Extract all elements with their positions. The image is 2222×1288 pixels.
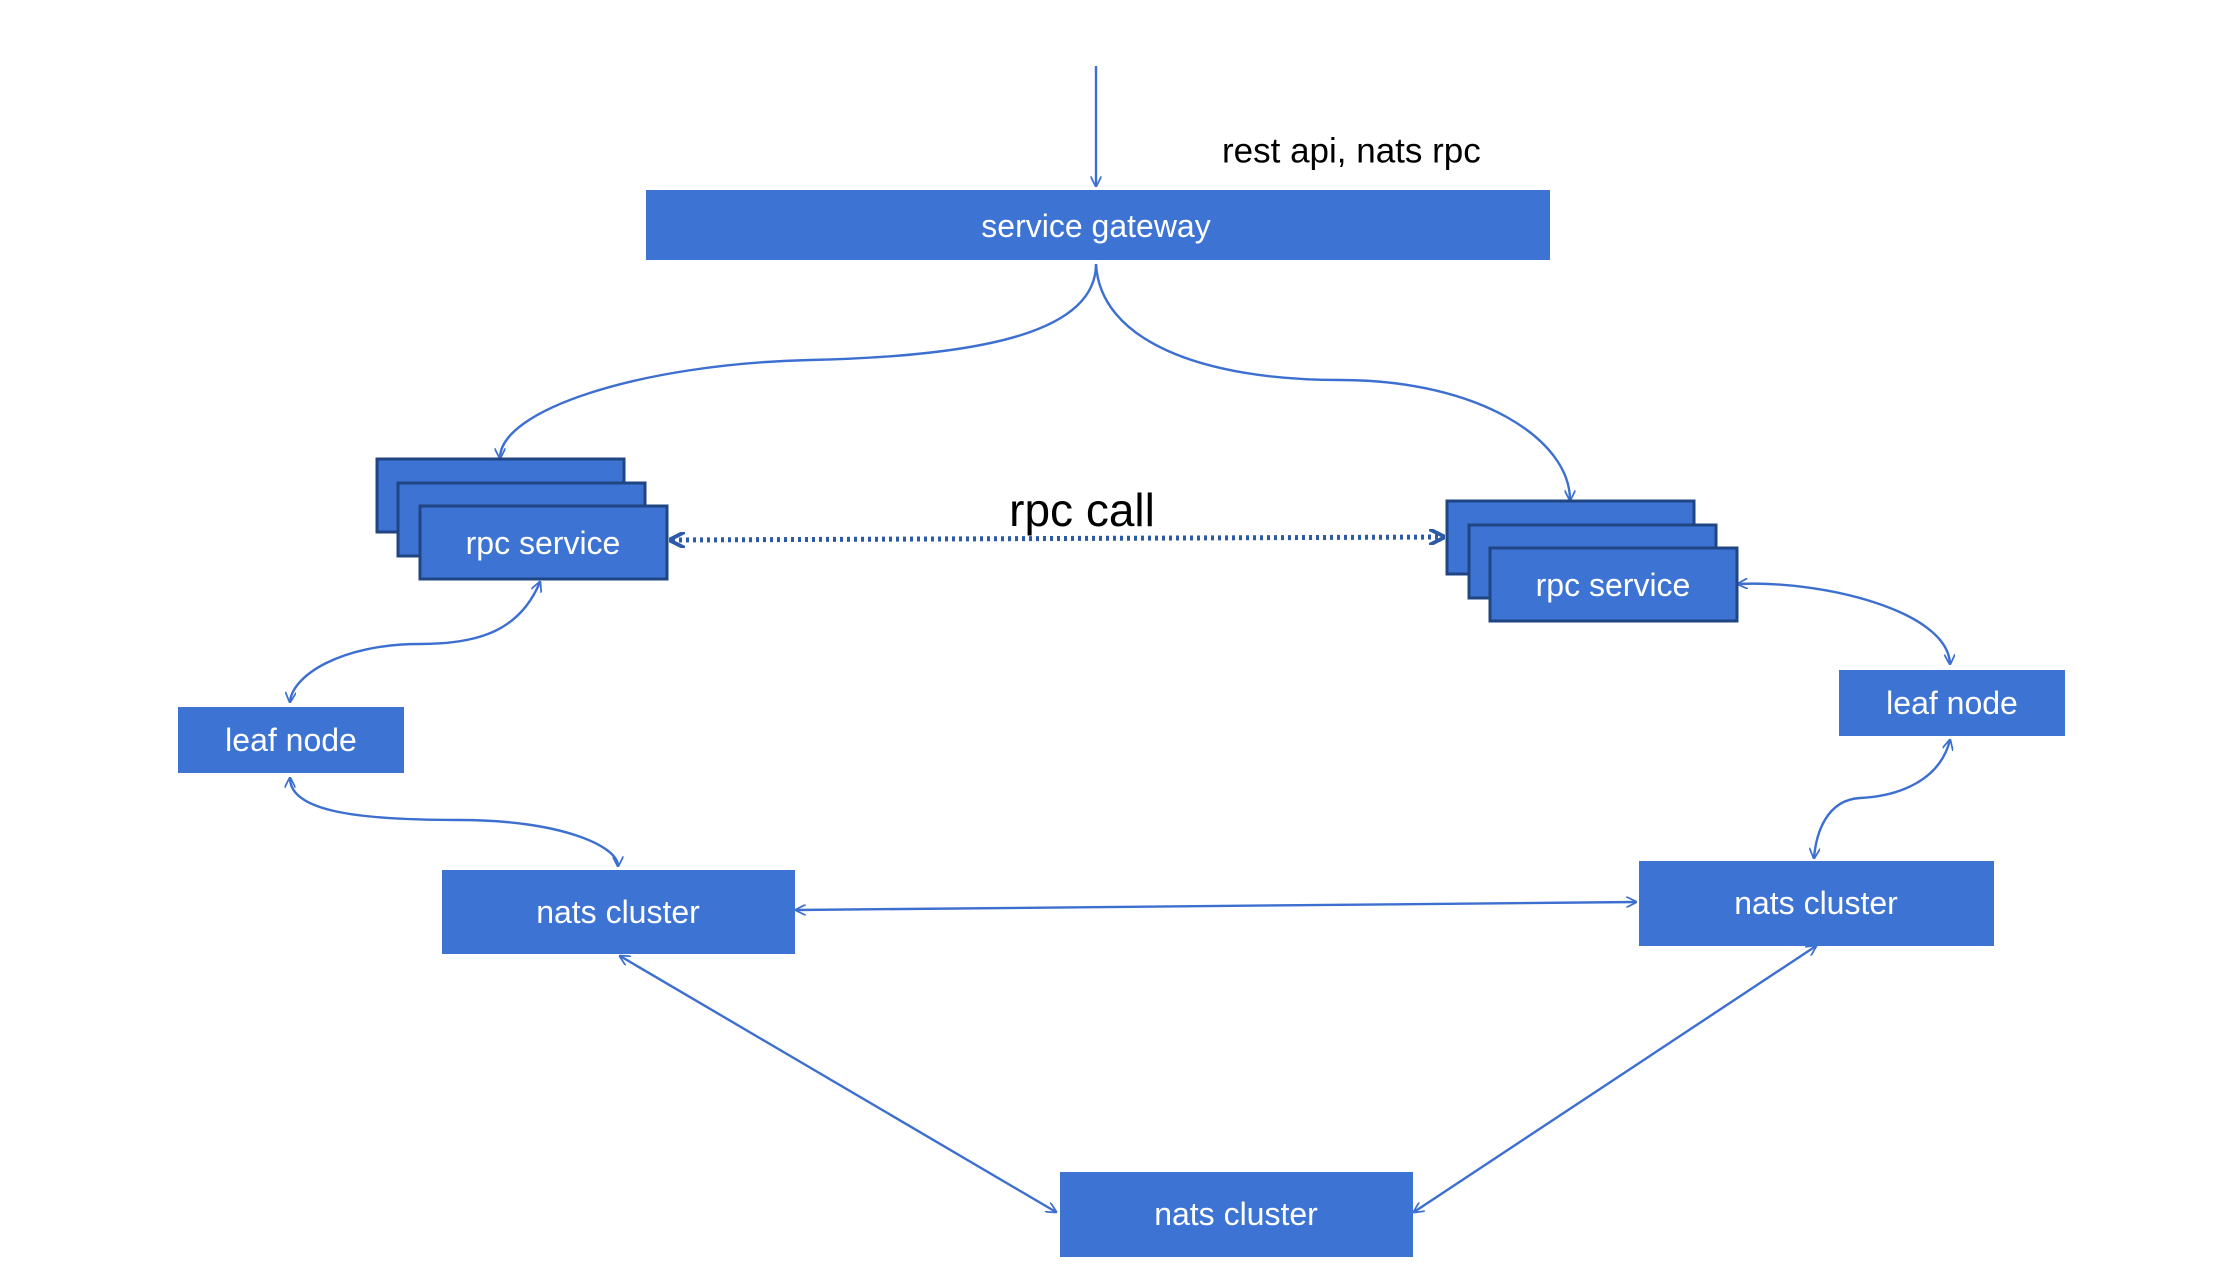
nats-cluster-left: nats cluster bbox=[442, 870, 795, 954]
rpc-service-left-layer-front bbox=[418, 504, 669, 581]
rpc-service-right-layer-front bbox=[1488, 546, 1739, 623]
nats-cluster-bottom: nats cluster bbox=[1060, 1172, 1413, 1257]
edge-rpc-right-leaf-right bbox=[1738, 584, 1950, 664]
rpc-call-label: rpc call bbox=[1009, 484, 1155, 536]
edge-gateway-rpc-right bbox=[1094, 263, 1570, 500]
edge-gateway-rpc-left bbox=[500, 263, 1098, 458]
entry-label: rest api, nats rpc bbox=[1222, 132, 1481, 171]
edge-leaf-right-nats-right bbox=[1814, 740, 1950, 858]
leaf-node-left: leaf node bbox=[178, 707, 404, 773]
rpc-service-left-label: rpc service bbox=[466, 525, 621, 561]
leaf-node-right: leaf node bbox=[1839, 670, 2065, 736]
service-gateway-label: service gateway bbox=[981, 208, 1210, 244]
nats-cluster-bottom-label: nats cluster bbox=[1154, 1196, 1318, 1232]
edge-rpc-call bbox=[672, 537, 1442, 540]
edge-rpc-left-leaf-left bbox=[290, 582, 540, 702]
nats-cluster-left-label: nats cluster bbox=[536, 894, 700, 930]
rpc-service-right-stack: rpc service bbox=[1445, 499, 1739, 623]
edge-leaf-left-nats-left bbox=[290, 778, 618, 866]
edge-nats-right-nats-bottom bbox=[1414, 946, 1816, 1212]
rpc-service-right-label: rpc service bbox=[1536, 567, 1691, 603]
edge-nats-left-nats-bottom bbox=[620, 956, 1056, 1212]
edge-nats-left-nats-right bbox=[796, 902, 1636, 910]
connectors bbox=[290, 66, 1950, 1212]
leaf-node-left-label: leaf node bbox=[225, 722, 357, 758]
rpc-service-left-stack: rpc service bbox=[375, 457, 669, 581]
leaf-node-right-label: leaf node bbox=[1886, 685, 2018, 721]
nats-cluster-right: nats cluster bbox=[1639, 861, 1994, 946]
service-gateway-node: service gateway bbox=[646, 190, 1550, 260]
nats-cluster-right-label: nats cluster bbox=[1734, 885, 1898, 921]
